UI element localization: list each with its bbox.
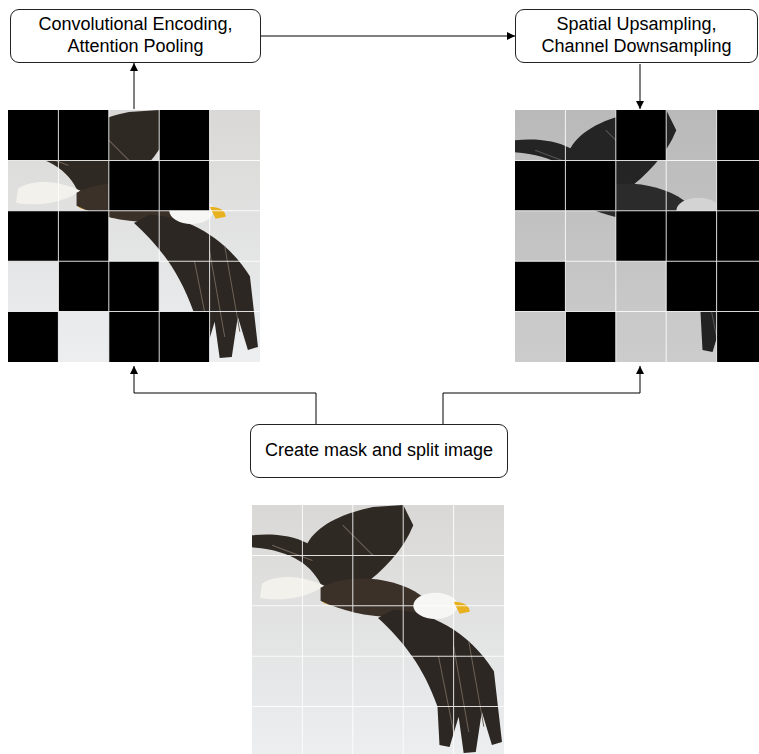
flow-wire: [443, 366, 640, 424]
patch-grid: [252, 505, 504, 754]
box-label: Spatial Upsampling, Channel Downsampling: [525, 14, 748, 57]
mask-cells: [515, 110, 759, 362]
box-label: Convolutional Encoding, Attention Poolin…: [20, 14, 251, 57]
masked-image-visible: [8, 110, 260, 362]
process-box: Convolutional Encoding, Attention Poolin…: [10, 9, 261, 63]
flow-wire: [134, 63, 135, 109]
original-image: [252, 505, 504, 754]
flow-wire: [134, 366, 316, 424]
masked-image-complement: [515, 110, 759, 362]
flow-wire: [640, 64, 641, 109]
patch-grid: [8, 110, 260, 362]
patch-grid: [515, 110, 759, 362]
process-box: Create mask and split image: [250, 424, 508, 478]
process-box: Spatial Upsampling, Channel Downsampling: [515, 9, 758, 63]
flow-arrow: [261, 36, 515, 37]
box-label: Create mask and split image: [265, 440, 493, 462]
